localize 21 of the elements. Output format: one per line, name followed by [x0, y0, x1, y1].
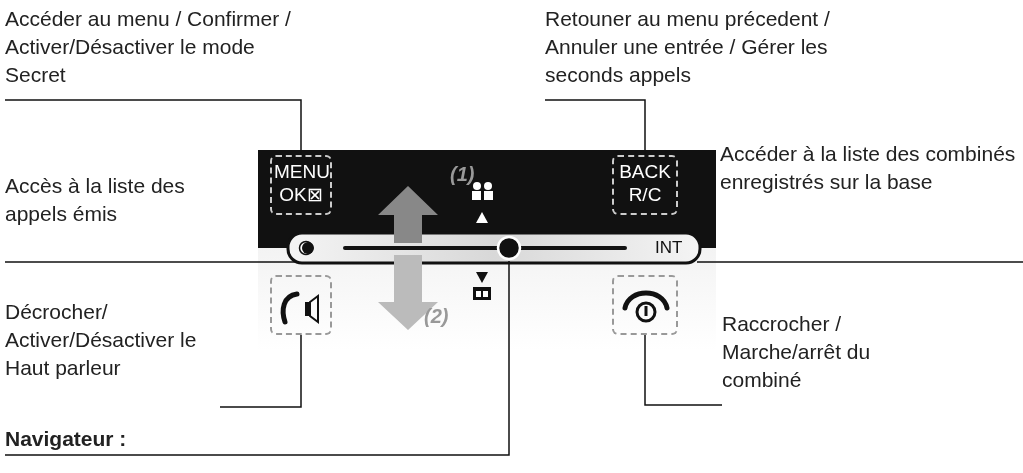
callout-text: Accéder au menu / Confirmer / Activer/Désactiver le mode Secret: [5, 5, 300, 100]
callout-text: Accéder à la liste des combinés enregistrés sur la base: [720, 140, 1023, 262]
back-key: BACK R/C: [612, 155, 678, 215]
step-number: (2): [424, 305, 449, 328]
step-number: (1): [450, 163, 475, 186]
leader-line: [696, 261, 1023, 263]
leader-line: [4, 261, 298, 263]
callout-text: Navigateur :: [5, 425, 205, 455]
leader-line: [644, 334, 723, 406]
leader-line: [4, 260, 510, 456]
hang-up-key: [612, 275, 678, 335]
callout-text: Décrocher/ Activer/Désactiver le Haut parleur: [5, 298, 220, 407]
callout-text: Retouner au menu précedent / Annuler une entrée / Gérer les seconds appels: [545, 5, 905, 100]
leader-line: [219, 334, 302, 408]
menu-key: MENU OK⊠: [270, 155, 332, 215]
callout-text: Accès à la liste des appels émis: [5, 172, 245, 262]
int-label: INT: [655, 236, 697, 260]
callout-text: Raccrocher / Marche/arrêt du combiné: [722, 310, 922, 405]
call-log-icon: [297, 240, 315, 256]
off-hook-key: [270, 275, 332, 335]
navigator-ball: [496, 235, 522, 261]
